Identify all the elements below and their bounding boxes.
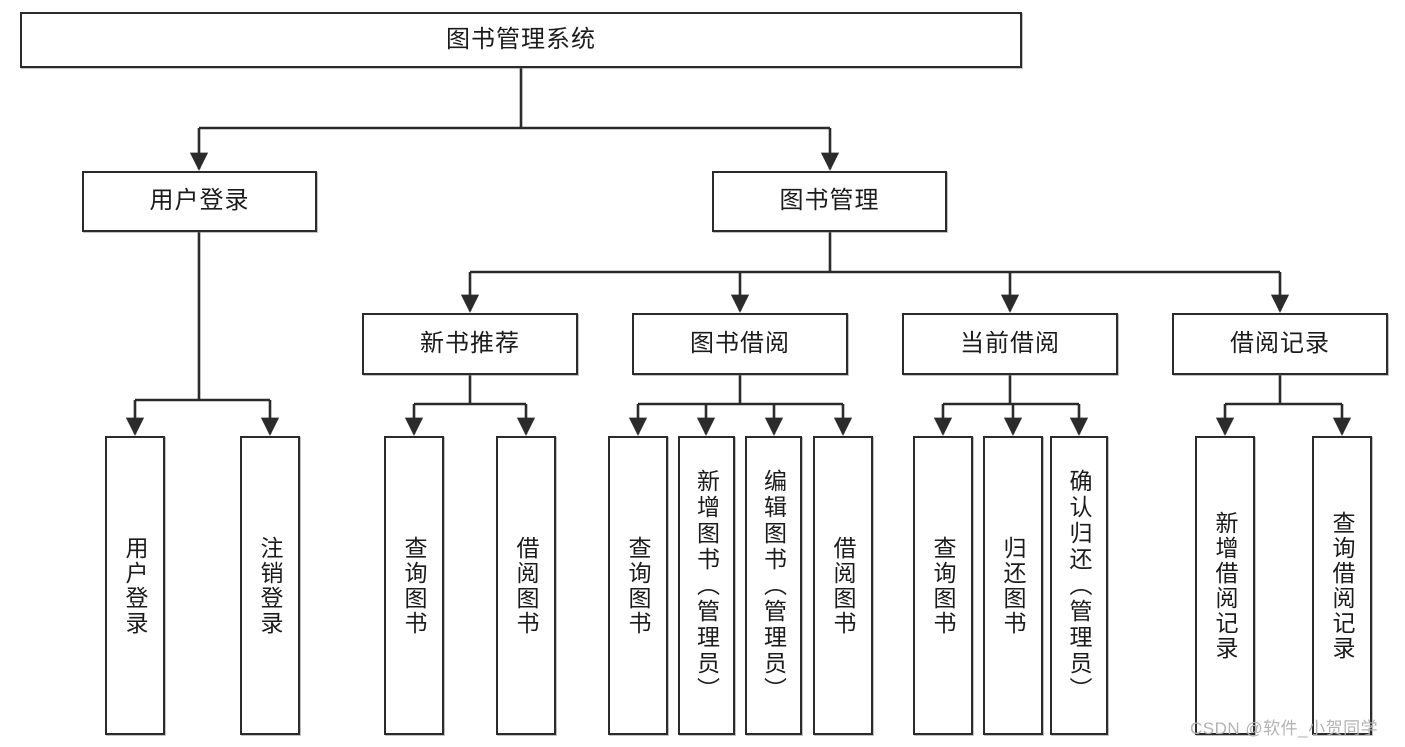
node-root-title-label: 图书管理系统	[446, 25, 596, 53]
node-user-login-label: 用户登录	[149, 187, 250, 215]
node-leaf-return-book-label: 归还图书	[1000, 535, 1027, 636]
node-leaf-logout-login-label: 注销登录	[257, 535, 284, 636]
node-leaf-add-record[interactable]: 新增借阅记录	[1195, 436, 1255, 735]
node-book-borrow[interactable]: 图书借阅	[632, 313, 848, 375]
node-leaf-query-book-2[interactable]: 查询图书	[608, 436, 668, 735]
node-borrow-record-label: 借阅记录	[1230, 329, 1330, 357]
node-leaf-add-book[interactable]: 新增图书（管理员）	[678, 436, 735, 735]
node-root-title[interactable]: 图书管理系统	[20, 12, 1022, 68]
node-current-borrow-label: 当前借阅	[960, 329, 1060, 357]
node-leaf-borrow-book-1[interactable]: 借阅图书	[496, 436, 556, 735]
node-book-management[interactable]: 图书管理	[712, 171, 947, 232]
node-user-login[interactable]: 用户登录	[82, 171, 317, 232]
node-leaf-user-login[interactable]: 用户登录	[105, 436, 165, 735]
node-leaf-query-record[interactable]: 查询借阅记录	[1312, 436, 1372, 735]
node-leaf-add-record-label: 新增借阅记录	[1212, 510, 1239, 661]
node-leaf-query-book-2-label: 查询图书	[625, 535, 652, 636]
node-leaf-edit-book-label: 编辑图书（管理员）	[760, 468, 787, 703]
node-book-borrow-label: 图书借阅	[690, 329, 790, 357]
node-leaf-query-book-3[interactable]: 查询图书	[913, 436, 973, 735]
node-borrow-record[interactable]: 借阅记录	[1172, 313, 1388, 375]
node-leaf-return-book[interactable]: 归还图书	[983, 436, 1043, 735]
node-leaf-borrow-book-1-label: 借阅图书	[513, 535, 540, 636]
node-leaf-query-book-1[interactable]: 查询图书	[384, 436, 444, 735]
node-leaf-query-record-label: 查询借阅记录	[1329, 510, 1356, 661]
node-leaf-logout-login[interactable]: 注销登录	[240, 436, 300, 735]
node-leaf-confirm-return[interactable]: 确认归还（管理员）	[1050, 436, 1108, 735]
node-leaf-query-book-1-label: 查询图书	[401, 535, 428, 636]
node-leaf-edit-book[interactable]: 编辑图书（管理员）	[745, 436, 802, 735]
node-leaf-query-book-3-label: 查询图书	[930, 535, 957, 636]
node-new-book-recommend-label: 新书推荐	[420, 329, 520, 357]
node-leaf-borrow-book-2-label: 借阅图书	[830, 535, 857, 636]
node-current-borrow[interactable]: 当前借阅	[902, 313, 1118, 375]
node-new-book-recommend[interactable]: 新书推荐	[362, 313, 578, 375]
node-leaf-user-login-label: 用户登录	[122, 535, 149, 636]
watermark-label: CSDN @软件_小贺同学	[1190, 719, 1379, 738]
node-book-management-label: 图书管理	[779, 187, 880, 215]
node-leaf-borrow-book-2[interactable]: 借阅图书	[813, 436, 873, 735]
node-leaf-add-book-label: 新增图书（管理员）	[693, 468, 720, 703]
node-leaf-confirm-return-label: 确认归还（管理员）	[1066, 468, 1093, 703]
